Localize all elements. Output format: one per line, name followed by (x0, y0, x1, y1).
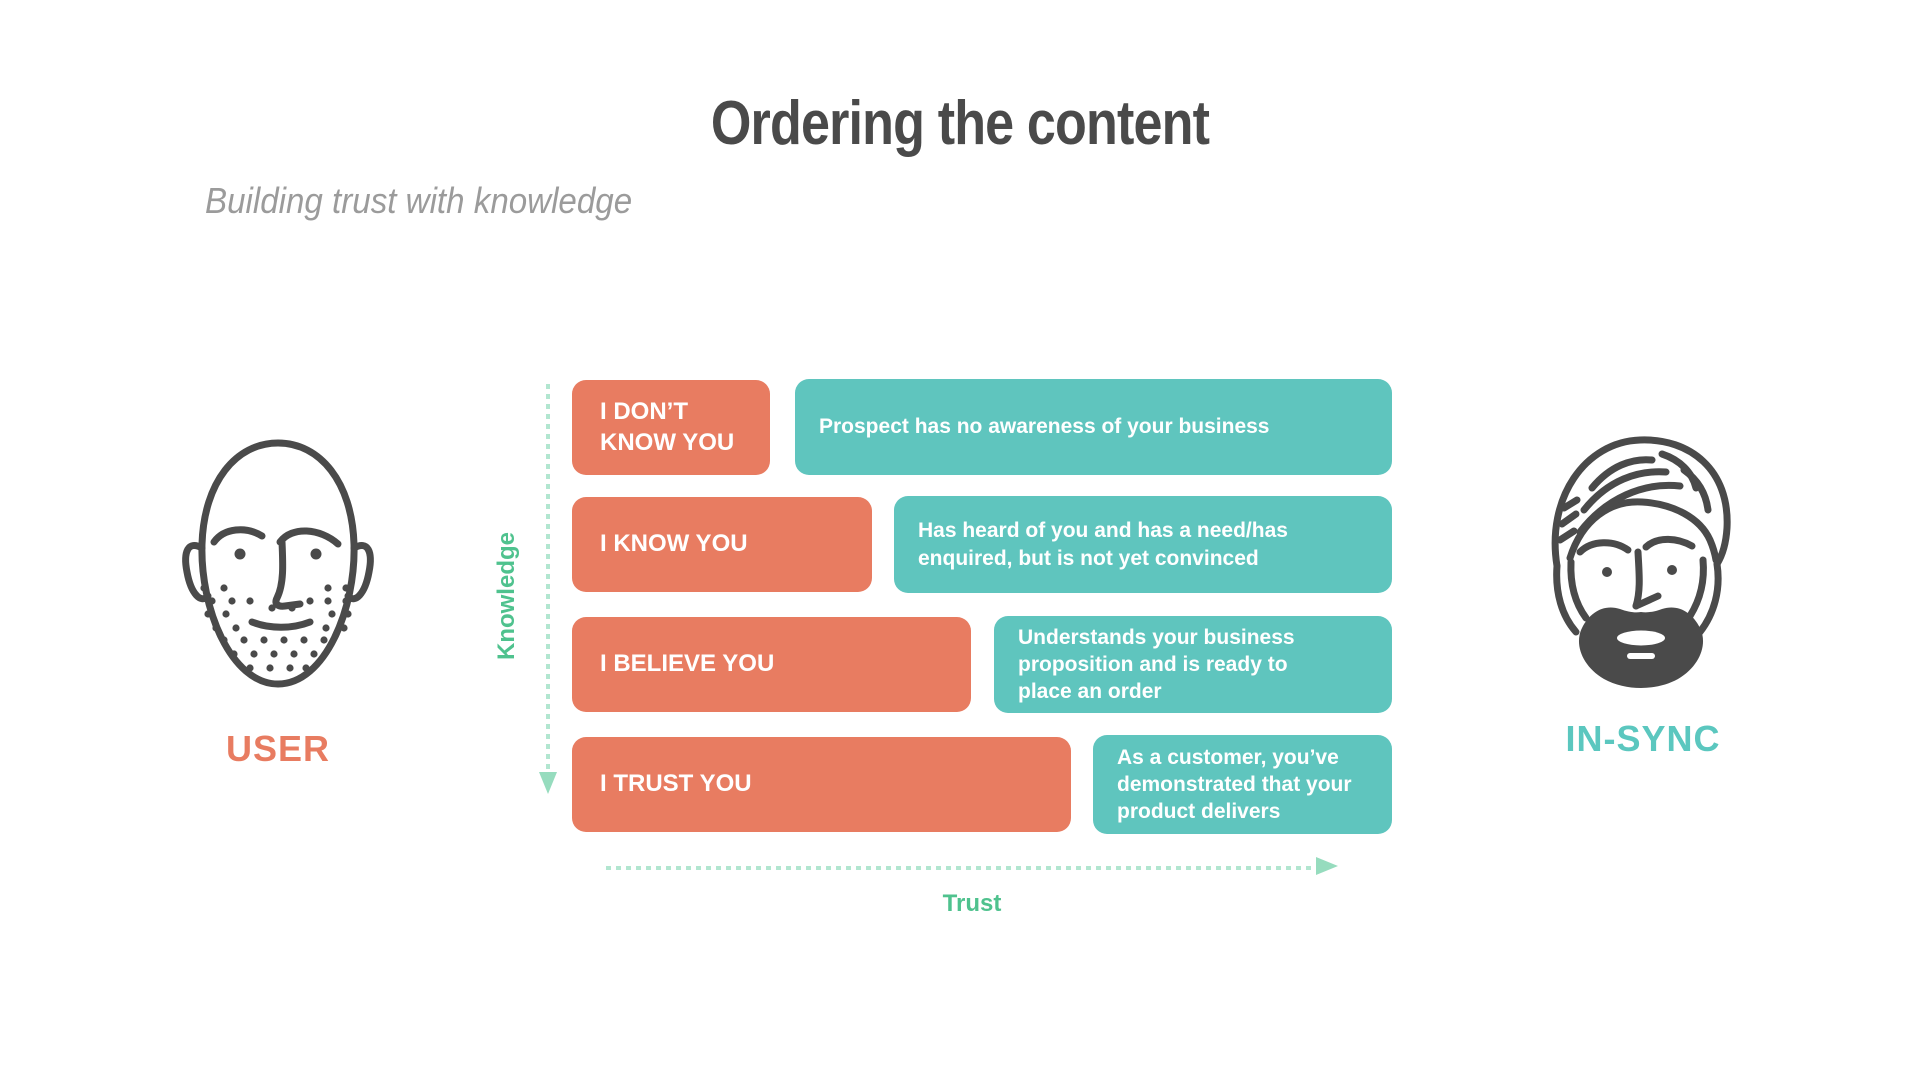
knowledge-axis-line (546, 384, 550, 772)
description-box-know-you: Has heard of you and has a need/has enqu… (894, 496, 1392, 593)
user-label: USER (225, 728, 331, 769)
knowledge-axis-label: Knowledge (493, 531, 520, 661)
trust-axis-arrow-icon (1316, 857, 1338, 875)
description-box-trust-you: As a customer, you’ve demonstrated that … (1093, 735, 1392, 834)
stage-box-believe-you: I BELIEVE YOU (572, 617, 971, 712)
insync-label: IN-SYNC (1565, 718, 1721, 759)
stage-box-dont-know-you: I DON’T KNOW YOU (572, 380, 770, 475)
bald-stubble-face-icon (182, 439, 374, 688)
bearded-man-face-icon (1551, 436, 1731, 688)
page-subtitle: Building trust with knowledge (205, 180, 633, 221)
persona-insync: IN-SYNC (1540, 428, 1746, 759)
trust-axis-label: Trust (942, 890, 1002, 917)
knowledge-axis-arrow-icon (539, 772, 557, 794)
description-box-believe-you: Understands your business proposition an… (994, 616, 1392, 713)
description-box-dont-know-you: Prospect has no awareness of your busine… (795, 379, 1392, 475)
persona-user: USER (178, 438, 378, 769)
stage-box-trust-you: I TRUST YOU (572, 737, 1071, 832)
page-title: Ordering the content (710, 89, 1210, 158)
stubble-dots (200, 584, 352, 672)
trust-axis-line (606, 866, 1316, 870)
stage-box-know-you: I KNOW YOU (572, 497, 872, 592)
